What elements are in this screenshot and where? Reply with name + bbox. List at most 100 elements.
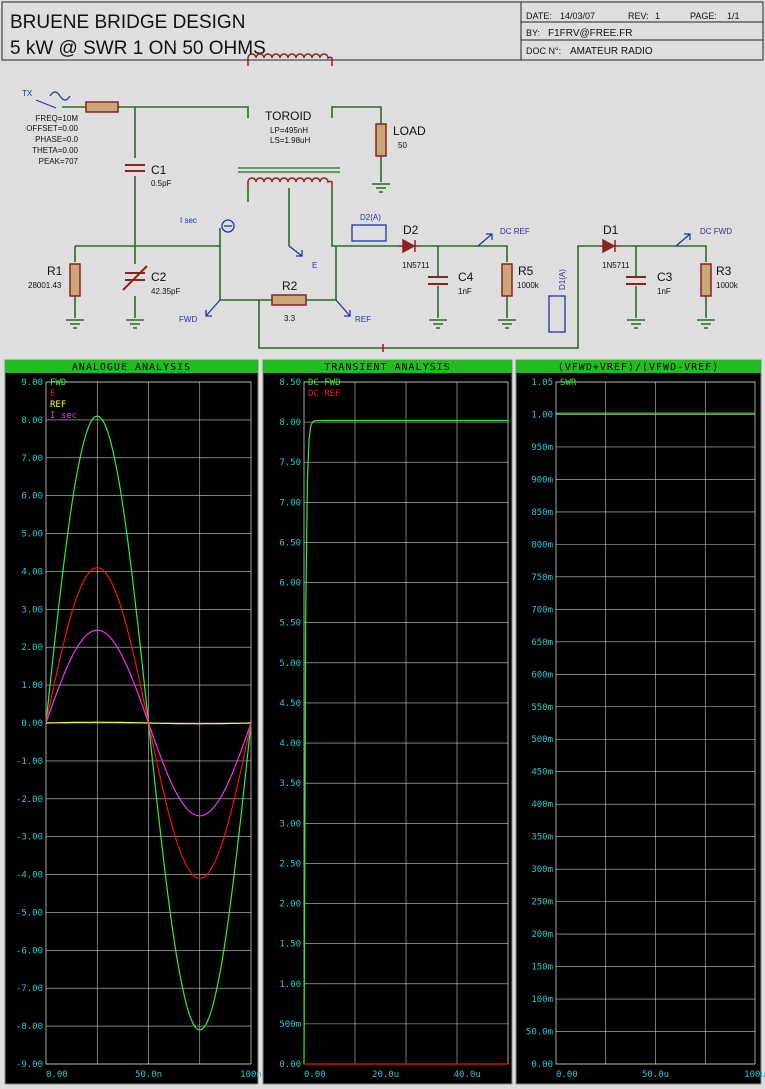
c3-name: C3 <box>657 270 673 284</box>
y-tick-label: 150m <box>531 963 553 973</box>
d1a-label: D1(A) <box>558 269 567 290</box>
by-value: F1FRV@FREE.FR <box>548 28 632 39</box>
graph-title: ANALOGUE ANALYSIS <box>72 362 191 373</box>
fwd-label: FWD <box>179 315 197 324</box>
y-tick-label: 0.00 <box>531 1060 553 1070</box>
r3-value: 1000k <box>716 281 739 290</box>
y-tick-label: -2.00 <box>16 795 43 805</box>
y-tick-label: 1.50 <box>279 940 301 950</box>
r1-resistor-icon <box>69 263 81 297</box>
r2-resistor-icon <box>271 294 307 306</box>
d1-name: D1 <box>603 223 619 237</box>
tx-param-3: THETA=0.00 <box>32 146 78 155</box>
y-tick-label: 6.00 <box>21 492 43 502</box>
graph-panel-2: (VFWD+VREF)/(VFWD-VREF) 1.05 1.00 950m 900m 8… <box>515 359 765 1085</box>
y-tick-label: 850m <box>531 508 553 518</box>
y-tick-label: 6.00 <box>279 579 301 589</box>
c1-capacitor-icon <box>125 164 145 172</box>
y-tick-label: 950m <box>531 443 553 453</box>
y-tick-label: 650m <box>531 638 553 648</box>
legend-entry: E <box>50 389 55 399</box>
tx-label: TX <box>22 89 33 98</box>
graph-title: (VFWD+VREF)/(VFWD-VREF) <box>558 362 719 373</box>
y-tick-label: 1.05 <box>531 378 553 388</box>
title-line2: 5 kW @ SWR 1 ON 50 OHMS <box>10 38 266 59</box>
y-tick-label: -8.00 <box>16 1022 43 1032</box>
page-value: 1/1 <box>727 11 740 21</box>
y-tick-label: 350m <box>531 833 553 843</box>
legend-entry: FWD <box>50 378 66 388</box>
y-tick-label: 8.00 <box>21 416 43 426</box>
legend-entry: I sec <box>50 411 77 421</box>
y-tick-label: 500m <box>531 735 553 745</box>
e-probe-icon <box>288 245 303 257</box>
r1-value: 28001.43 <box>28 281 62 290</box>
y-tick-label: 1.00 <box>531 410 553 420</box>
tx-param-2: PHASE=0.0 <box>35 135 78 144</box>
tx-param-4: PEAK=707 <box>39 157 79 166</box>
c3-capacitor-icon <box>626 276 646 285</box>
series-line-i-sec <box>45 629 252 817</box>
component-symbols <box>69 101 712 306</box>
d1a-ammeter-icon <box>548 295 566 333</box>
fwd-probe-icon <box>205 299 221 317</box>
y-tick-label: 2.50 <box>279 859 301 869</box>
y-tick-label: 4.00 <box>21 567 43 577</box>
y-tick-label: 2.00 <box>21 643 43 653</box>
capacitor-symbols <box>122 164 646 291</box>
graph-panel-1: TRANSIENT ANALYSIS8.508.007.507.006.506.… <box>262 359 513 1085</box>
d1-diode-icon <box>602 238 616 254</box>
graph-title-bar <box>263 360 512 373</box>
dc-fwd-label: DC FWD <box>700 227 732 236</box>
ground-symbols <box>66 183 715 329</box>
graph-title-bar <box>5 360 258 373</box>
graph-background <box>515 359 762 1085</box>
y-tick-label: 1.00 <box>279 980 301 990</box>
y-tick-label: 3.00 <box>279 819 301 829</box>
y-tick-label: 2.00 <box>279 900 301 910</box>
x-tick-label: 0.00 <box>556 1070 578 1080</box>
y-tick-label: 8.00 <box>279 418 301 428</box>
y-tick-label: 0.00 <box>21 719 43 729</box>
y-tick-label: 500m <box>279 1020 301 1030</box>
toroid-windings-icon <box>238 53 340 188</box>
x-tick-label: 100n <box>240 1070 262 1080</box>
title-block: BRUENE BRIDGE DESIGN 5 kW @ SWR 1 ON 50 … <box>1 1 764 61</box>
c3-value: 1nF <box>657 287 671 296</box>
y-tick-label: 900m <box>531 475 553 485</box>
r3-name: R3 <box>716 264 732 278</box>
r5-resistor-icon <box>501 263 513 297</box>
y-tick-label: 4.50 <box>279 699 301 709</box>
y-tick-label: -9.00 <box>16 1060 43 1070</box>
r5-name: R5 <box>518 264 534 278</box>
y-tick-label: -4.00 <box>16 871 43 881</box>
y-tick-label: 9.00 <box>21 378 43 388</box>
dc-ref-label: DC REF <box>500 227 530 236</box>
load-resistor-icon <box>375 123 387 157</box>
graph-background <box>4 359 259 1085</box>
y-tick-label: -3.00 <box>16 833 43 843</box>
legend-entry: REF <box>50 400 66 410</box>
d2-name: D2 <box>403 223 419 237</box>
rev-label: REV: <box>628 11 649 21</box>
toroid-ls: LS=1.98uH <box>270 136 310 145</box>
rev-value: 1 <box>655 11 660 21</box>
e-label: E <box>312 261 317 270</box>
tx-source-icon <box>35 91 71 109</box>
plot-frame <box>555 381 756 1065</box>
y-tick-label: 0.00 <box>279 1060 301 1070</box>
isec-probe-icon <box>221 219 235 233</box>
x-tick-label: 50.0u <box>642 1070 669 1080</box>
x-tick-label: 0.00 <box>46 1070 68 1080</box>
x-tick-label: 100u <box>744 1070 765 1080</box>
c2-value: 42.35pF <box>151 287 180 296</box>
legend-entry: DC FWD <box>308 378 341 388</box>
d2a-ammeter-icon <box>351 224 387 242</box>
load-name: LOAD <box>393 124 426 138</box>
series-resistor-icon <box>85 101 119 113</box>
y-tick-label: 5.50 <box>279 619 301 629</box>
y-tick-label: 800m <box>531 540 553 550</box>
d2-diode-icon <box>402 238 416 254</box>
x-tick-label: 20.0u <box>372 1070 399 1080</box>
